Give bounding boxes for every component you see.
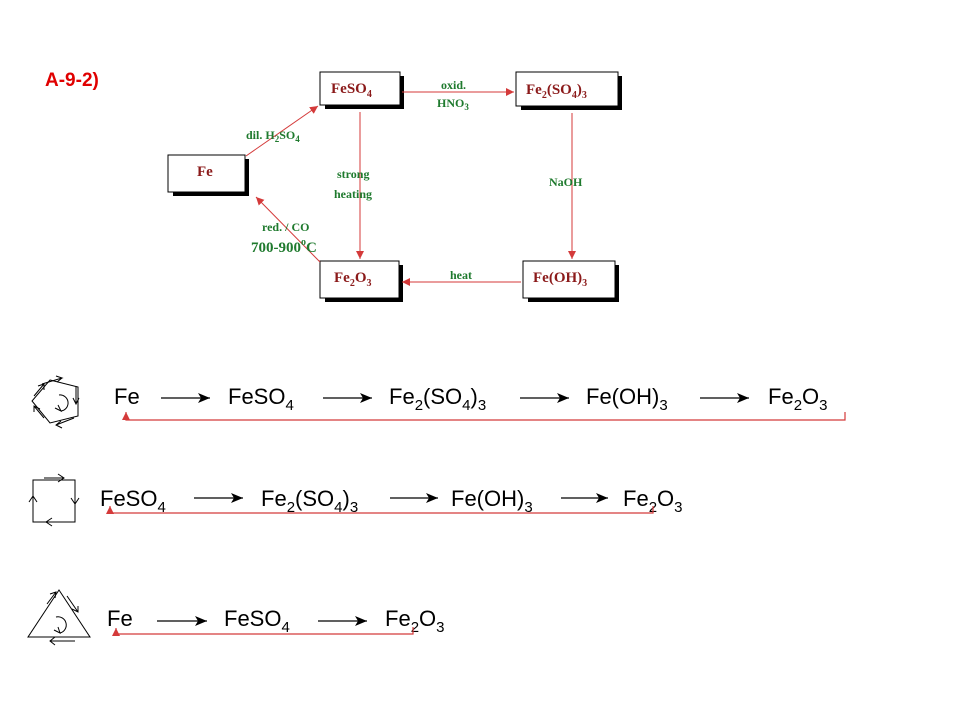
fe-box [167, 154, 246, 193]
feso4-box-label: FeSO4 [331, 81, 372, 100]
row3-fe2o3: Fe2O3 [385, 606, 445, 636]
row1-fe2so43: Fe2(SO4)3 [389, 384, 486, 414]
row1-return-arrow [122, 412, 846, 421]
feoh3-box-label: Fe(OH)3 [533, 270, 587, 289]
fe2o3-box-label: Fe2O3 [334, 270, 372, 289]
row2-feoh3: Fe(OH)3 [451, 486, 533, 516]
row2-fe2so43: Fe2(SO4)3 [261, 486, 358, 516]
arrow-fe-to-feso4 [245, 105, 319, 157]
row1-feoh3: Fe(OH)3 [586, 384, 668, 414]
slide-title: A-9-2) [45, 70, 99, 91]
fe2o3-box [319, 260, 400, 299]
fe2so43-box [515, 71, 619, 107]
row1-fe: Fe [114, 384, 140, 409]
cycle-square-icon [28, 473, 80, 527]
row3-return-arrow [112, 627, 414, 636]
feso4-box [319, 71, 401, 106]
cycle-diagram: Fe FeSO4 Fe2(SO4)3 Fe2O3 Fe(OH)3 oxid. H… [167, 71, 622, 302]
fe2so43-box-label: Fe2(SO4)3 [526, 82, 587, 101]
cycle-pentagon-icon [31, 375, 80, 429]
row3-feso4: FeSO4 [224, 606, 290, 636]
condition-naoh: NaOH [549, 175, 583, 189]
equation-row-3: Fe FeSO4 Fe2O3 [27, 589, 445, 646]
row3-fe: Fe [107, 606, 133, 631]
equation-row-2: FeSO4 Fe2(SO4)3 Fe(OH)3 Fe2O3 [28, 473, 683, 527]
row2-return-arrow [106, 506, 654, 514]
condition-heat: heat [450, 268, 472, 282]
arrow-fe2o3-to-fe [255, 196, 321, 263]
condition-oxid: oxid. [441, 78, 466, 92]
row1-fe2o3: Fe2O3 [768, 384, 828, 414]
equation-row-1: Fe FeSO4 Fe2(SO4)3 Fe(OH)3 Fe2O3 [31, 375, 846, 429]
condition-red-co: red. / CO [262, 220, 309, 234]
condition-strong: strong [337, 167, 369, 181]
row1-feso4: FeSO4 [228, 384, 294, 414]
feoh3-box [522, 260, 616, 299]
condition-heating: heating [334, 187, 372, 201]
condition-dil-h2so4: dil. H2SO4 [246, 128, 300, 144]
fe-box-label: Fe [197, 164, 213, 180]
cycle-triangle-icon [27, 589, 91, 646]
condition-temperature: 700-900oC [251, 237, 317, 256]
condition-hno3: HNO3 [437, 96, 469, 112]
